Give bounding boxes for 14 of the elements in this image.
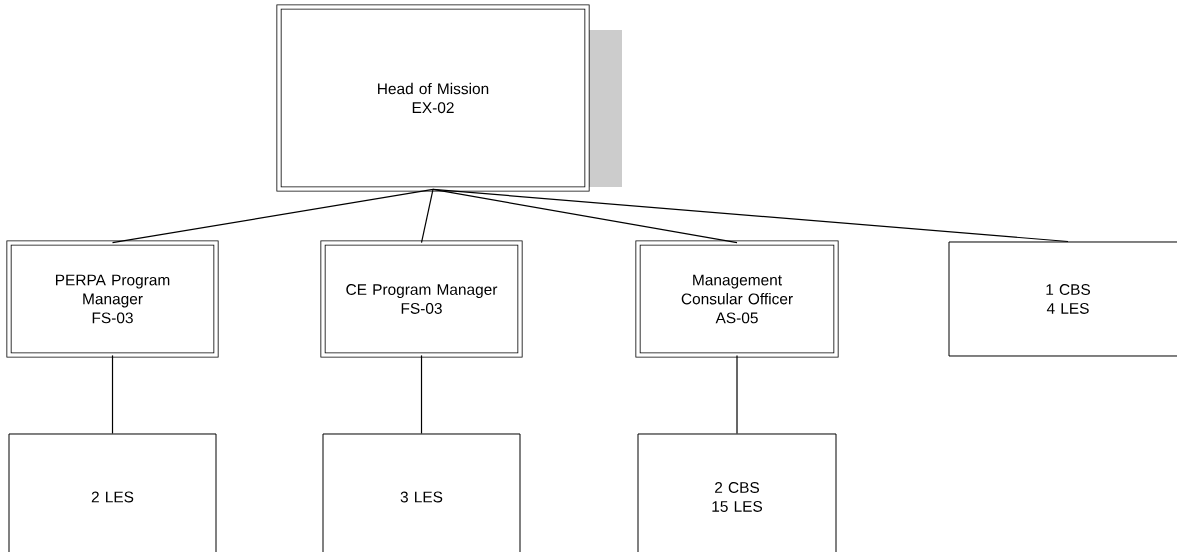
- connector-line: [111, 354, 114, 435]
- connector-line: [111, 188, 434, 244]
- org-box: 2 CBS 15 LES: [637, 433, 837, 552]
- connector-line: [432, 188, 1069, 243]
- org-box: Management Consular Officer AS-05: [635, 240, 839, 358]
- org-box: 2 LES: [8, 433, 217, 552]
- org-box: CE Program Manager FS-03: [320, 240, 523, 358]
- connector-line: [736, 354, 738, 435]
- org-box: 3 LES: [322, 433, 521, 552]
- connector-line: [420, 188, 434, 244]
- org-box: Head of Mission EX-02: [276, 4, 590, 192]
- connector-line: [420, 354, 423, 435]
- org-box: 1 CBS 4 LES: [948, 241, 1177, 357]
- org-box: PERPA Program Manager FS-03: [6, 240, 219, 358]
